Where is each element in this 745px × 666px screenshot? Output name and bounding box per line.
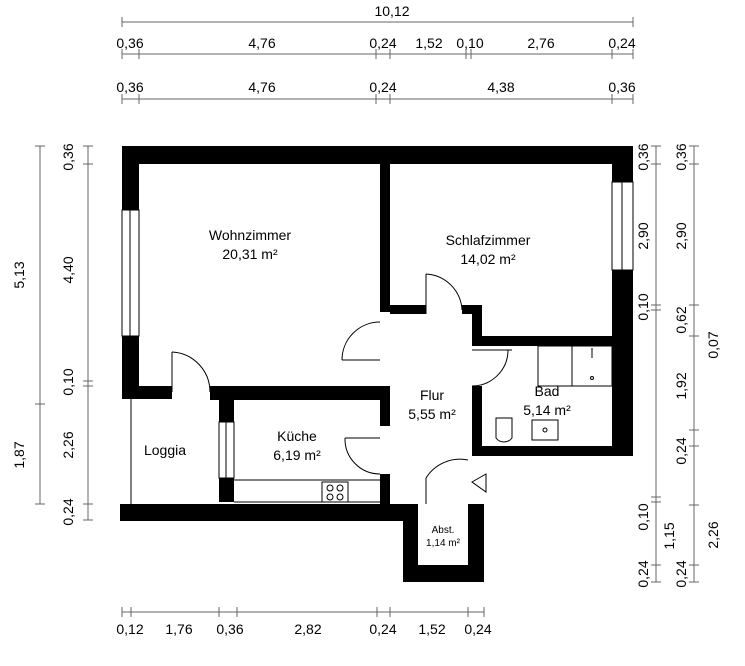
toilet-icon: [495, 417, 513, 443]
dim-right-c1-4: 3,76: [617, 381, 633, 408]
dim-right-c3-2: 2,26: [705, 521, 721, 548]
dim-top-r2-1: 0,36: [116, 35, 143, 51]
stove-icon: [321, 481, 349, 503]
room-name-bad: Bad: [535, 383, 560, 399]
dim-right-c2-2: 2,90: [673, 222, 689, 249]
room-area-wohnzimmer: 20,31 m²: [222, 246, 278, 262]
dim-top-r2-4: 1,52: [415, 35, 442, 51]
room-name-wohnzimmer: Wohnzimmer: [209, 227, 292, 243]
dim-bottom-3: 0,36: [216, 621, 243, 637]
right-dimensions: 0,36 2,90 0,10 3,76 0,10 0,24 0,36 2,90 …: [617, 143, 721, 587]
room-name-loggia: Loggia: [144, 442, 186, 458]
dim-top-r2-3: 0,24: [369, 35, 396, 51]
dim-bottom-7: 0,24: [464, 621, 491, 637]
room-area-flur: 5,55 m²: [408, 406, 456, 422]
walls: [120, 146, 633, 582]
room-name-abst: Abst.: [432, 525, 455, 536]
dim-left-inner-4: 2,26: [60, 431, 76, 458]
dim-right-c2-4: 1,92: [673, 372, 689, 399]
room-area-abst: 1,14 m²: [426, 538, 461, 549]
dim-right-c1-1: 0,36: [635, 143, 651, 170]
dim-right-c3-1: 0,07: [705, 331, 721, 358]
dim-right-c2-5: 0,24: [673, 437, 689, 464]
dim-left-inner-3: 0,10: [60, 368, 76, 395]
dim-top-r3-2: 4,76: [248, 79, 275, 95]
shower-icon: [537, 345, 613, 387]
room-labels: Wohnzimmer 20,31 m² Schlafzimmer 14,02 m…: [144, 227, 571, 549]
doors: [171, 273, 512, 504]
dim-top-total: 10,12: [374, 3, 409, 19]
dim-top-r2-5: 0,10: [456, 35, 483, 51]
room-area-kueche: 6,19 m²: [273, 447, 321, 463]
dim-right-c2-7: 0,24: [673, 560, 689, 587]
dim-top-r3-4: 4,38: [487, 79, 514, 95]
dim-left-inner-2: 4,40: [60, 256, 76, 283]
room-name-kueche: Küche: [277, 428, 317, 444]
dim-bottom-2: 1,76: [165, 621, 192, 637]
dim-right-c1-5: 0,10: [635, 503, 651, 530]
dim-top-r3-5: 0,36: [608, 79, 635, 95]
dim-top-r2-2: 4,76: [248, 35, 275, 51]
dim-right-c1-3: 0,10: [635, 293, 651, 320]
bottom-dimensions: 0,12 1,76 0,36 2,82 0,24 1,52 0,24: [116, 607, 492, 637]
dim-right-c2-3: 0,62: [673, 306, 689, 333]
fixtures: [234, 345, 613, 503]
dim-bottom-1: 0,12: [116, 621, 143, 637]
dim-right-c2-6: 1,15: [661, 522, 677, 549]
dim-right-c1-2: 2,90: [635, 222, 651, 249]
dim-bottom-4: 2,82: [294, 621, 321, 637]
dim-left-inner-1: 0,36: [60, 143, 76, 170]
dim-right-c1-6: 0,24: [635, 560, 651, 587]
dim-right-c2-1: 0,36: [673, 143, 689, 170]
dim-top-r3-1: 0,36: [116, 79, 143, 95]
room-name-schlafzimmer: Schlafzimmer: [446, 232, 531, 248]
room-name-flur: Flur: [420, 387, 444, 403]
sink-icon: [531, 419, 559, 441]
room-area-schlafzimmer: 14,02 m²: [460, 251, 516, 267]
windows: [121, 181, 634, 479]
dim-bottom-5: 0,24: [369, 621, 396, 637]
room-area-bad: 5,14 m²: [523, 402, 571, 418]
dim-bottom-6: 1,52: [418, 621, 445, 637]
top-dimensions: 10,12 0,36 4,76 0,24 1,52 0,10 2,76 0,24…: [116, 3, 636, 104]
dim-left-outer-1: 5,13: [11, 261, 27, 288]
dim-top-r2-6: 2,76: [527, 35, 554, 51]
dim-top-r2-7: 0,24: [608, 35, 635, 51]
dim-top-r3-3: 0,24: [369, 79, 396, 95]
dim-left-outer-2: 1,87: [11, 441, 27, 468]
left-dimensions: 5,13 1,87 0,36 4,40 0,10 2,26 0,24: [11, 143, 93, 526]
dim-left-inner-5: 0,24: [60, 498, 76, 525]
